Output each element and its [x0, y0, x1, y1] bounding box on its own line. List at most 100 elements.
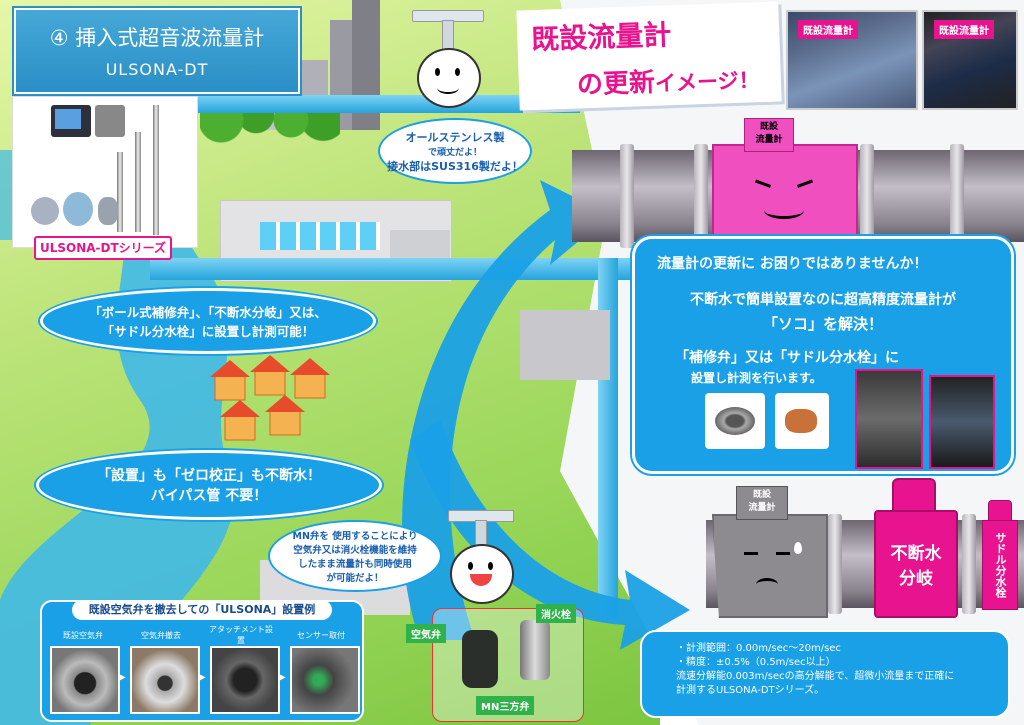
pink-meter-tag-line2: 流量計: [755, 135, 783, 145]
old-meter-mouth: [756, 578, 778, 591]
air-valve-example-panel: 既設空気弁を撤去しての「ULSONA」設置例 既設空気弁 空気弁撤去 アタッチメ…: [40, 600, 364, 722]
ball-valve-bubble: 「ボール式補修弁」、「不断水分岐」又は、 「サドル分水栓」に設置し計測可能！: [40, 288, 376, 354]
mascot-top-speech: オールステンレス製 で頑丈だよ！ 接水部はSUS316製だよ！: [378, 118, 532, 184]
valve-body-2: [63, 192, 93, 226]
pink-meter-eye-right: [796, 179, 816, 194]
info-line4: 「補修弁」又は「サドル分水栓」に: [675, 350, 899, 366]
product-series-label: ULSONA-DTシリーズ: [34, 236, 172, 260]
ball-valve-photo: [705, 393, 765, 449]
mascot-bottom: [430, 510, 540, 610]
top-pipe-flange-4: [950, 144, 964, 248]
spec-line1: ・計測範囲：0.00m/sec〜20m/sec: [676, 643, 841, 654]
old-meter-tag: 既設 流量計: [736, 486, 788, 520]
existing-meter-photo-1-tag: 既設流量計: [798, 20, 858, 39]
header-box: ④ 挿入式超音波流量計 ULSONA-DT: [14, 8, 300, 94]
fire-hydrant-body: [520, 620, 550, 680]
top-pipe-flange-1: [620, 144, 634, 248]
treatment-plant-window: [260, 222, 380, 250]
right-grey-building: [520, 310, 610, 380]
info-line3: 「ソコ」を解決！: [762, 315, 883, 333]
renewal-title-line2: の更新イメージ！: [576, 58, 760, 101]
zero-correction-bubble: 「設置」も「ゼロ校正」も不断水！ バイパス管 不要！: [36, 450, 382, 520]
mascot-top-line2: で頑丈だよ！: [427, 147, 482, 158]
ball-valve-line2: 「サドル分水栓」に設置し計測可能！: [101, 324, 315, 339]
old-meter-tag-line1: 既設: [752, 490, 771, 500]
renewal-title-box: 既設流量計 の更新イメージ！: [516, 1, 782, 111]
install-photo-2: [929, 375, 995, 469]
step-photo-2: [130, 646, 200, 714]
old-meter-sweat-icon: [794, 542, 802, 554]
page-title: ④ 挿入式超音波流量計: [49, 26, 265, 50]
info-panel: 流量計の更新に お困りではありませんか！ 不断水で簡単設置なのに超高精度流量計が…: [632, 236, 1014, 474]
step-photo-4: [290, 646, 360, 714]
renewal-title-line1: 既設流量計: [530, 18, 672, 57]
pink-meter-eye-left: [752, 179, 772, 194]
page-subtitle: ULSONA-DT: [105, 60, 209, 79]
mn-valve-bubble: MN弁を 使用することにより 空気弁又は消火栓機能を維持 したまま流量計も同時使…: [268, 520, 442, 592]
saddle-valve-label: サドル分水栓: [982, 520, 1018, 610]
step-caption-4: センサー取付: [297, 631, 345, 640]
zero-correction-line2: バイパス管 不要！: [150, 488, 268, 504]
sensor-rod-1: [153, 105, 159, 235]
top-pipe-flange-2: [694, 144, 708, 248]
sensor-rod-2: [135, 132, 141, 232]
mn-line3: したまま流量計も同時使用: [298, 559, 412, 570]
mn-line2: 空気弁又は消火栓機能を維持: [293, 545, 417, 556]
old-meter-eye-left: [744, 552, 758, 555]
non-stop-label: 不断水: [890, 544, 942, 564]
step-photo-3: [210, 646, 280, 714]
mn-line4: が可能だよ！: [326, 573, 384, 584]
step-arrow-3: ▶: [278, 672, 286, 683]
old-meter-eye-right: [776, 552, 790, 555]
mascot-top-line1: オールステンレス製: [405, 130, 505, 144]
info-line1: 流量計の更新に お困りではありませんか！: [657, 256, 928, 272]
controller-screen: [55, 109, 81, 129]
display-device: [95, 105, 125, 137]
product-image-card: [12, 96, 198, 248]
pink-meter-mouth: [764, 202, 804, 219]
pink-meter-tag: 既設 流量計: [744, 118, 794, 152]
valve-body-3: [98, 197, 118, 225]
zero-correction-line1: 「設置」も「ゼロ校正」も不断水！: [97, 468, 321, 484]
valve-body-1: [31, 197, 59, 225]
mascot-top-body: [417, 48, 481, 108]
spec-line3: 流速分解能0.003m/secの高分解能で、超微小流量まで正確に: [676, 671, 955, 682]
ball-valve-line1: 「ボール式補修弁」、「不断水分岐」又は、: [89, 305, 327, 320]
branch-label: 分岐: [899, 569, 933, 589]
sensor-rod-3: [117, 152, 123, 232]
mascot-top: [392, 10, 522, 120]
info-line5: 設置し計測を行います。: [691, 371, 822, 385]
spec-line4: 計測するULSONA-DTシリーズ。: [676, 685, 825, 696]
bottom-pipe-flange-1: [828, 514, 842, 614]
mn-line1: MN弁を 使用することにより: [292, 531, 418, 542]
air-valve-example-title: 既設空気弁を撤去しての「ULSONA」設置例: [72, 600, 332, 620]
saddle-valve-photo: [775, 393, 829, 449]
old-meter-tag-line2: 流量計: [748, 503, 776, 513]
renewal-title-line2a: の更新: [576, 67, 656, 101]
install-photo-1: [855, 369, 923, 469]
old-meter-grey: [712, 514, 828, 618]
mascot-top-line3: 接水部はSUS316製だよ！: [387, 159, 523, 173]
specs-panel: ・計測範囲：0.00m/sec〜20m/sec ・精度：±0.5%（0.5m/s…: [640, 630, 1010, 718]
step-photo-1: [50, 646, 120, 714]
bottom-pipe-flange-2: [962, 514, 976, 614]
air-valve-label: 空気弁: [406, 624, 446, 643]
non-stop-branch: 不断水 分岐: [874, 510, 958, 618]
pink-meter-tag-line1: 既設: [759, 122, 778, 132]
step-arrow-2: ▶: [198, 672, 206, 683]
step-caption-3: アタッチメント設置: [209, 625, 273, 645]
step-arrow-1: ▶: [118, 672, 126, 683]
top-pipe-flange-3: [860, 144, 874, 248]
fire-hydrant-label: 消火栓: [536, 604, 576, 623]
step-caption-2: 空気弁撤去: [141, 631, 181, 640]
spec-line2: ・精度：±0.5%（0.5m/sec以上）: [676, 657, 836, 668]
houses: [210, 355, 330, 441]
mascot-bottom-body: [450, 544, 514, 604]
renewal-title-line2b: イメージ！: [654, 68, 760, 96]
existing-meter-photo-2-tag: 既設流量計: [934, 20, 994, 39]
mn-valve-body: [462, 630, 498, 688]
mn-three-way-label: MN三方弁: [476, 696, 535, 715]
water-main-pipe: [150, 258, 670, 280]
info-line2: 不断水で簡単設置なのに超高精度流量計が: [690, 292, 956, 308]
step-caption-1: 既設空気弁: [63, 631, 103, 640]
